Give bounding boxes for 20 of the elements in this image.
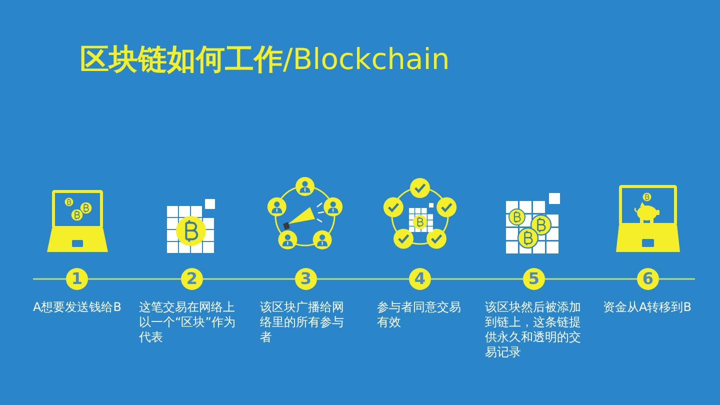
step-number-badge: 4 — [409, 268, 431, 290]
step-number-badge: 3 — [295, 268, 317, 290]
timeline-line — [545, 278, 637, 280]
step-number-badge: 6 — [637, 268, 659, 290]
step-description: 资金从A转移到B — [603, 300, 692, 315]
step-description: 该区块然后被添加到链上，这条链提供永久和透明的交易记录 — [485, 300, 582, 360]
step-description: A想要发送钱给B — [33, 300, 122, 315]
timeline-line — [203, 278, 295, 280]
step-number-badge: 1 — [66, 268, 88, 290]
step-number-badge: 2 — [181, 268, 203, 290]
step-description: 该区块广播给网络里的所有参与者 — [260, 300, 345, 345]
timeline-line — [431, 278, 523, 280]
title: 区块链如何工作/Blockchain — [80, 41, 450, 77]
step-number-badge: 5 — [523, 268, 545, 290]
step-description: 参与者同意交易有效 — [377, 300, 462, 330]
timeline-line — [88, 278, 181, 280]
timeline-line — [317, 278, 409, 280]
timeline-line — [33, 278, 66, 280]
step-description: 这笔交易在网络上以一个“区块”作为代表 — [139, 300, 236, 345]
timeline-line — [659, 278, 695, 280]
